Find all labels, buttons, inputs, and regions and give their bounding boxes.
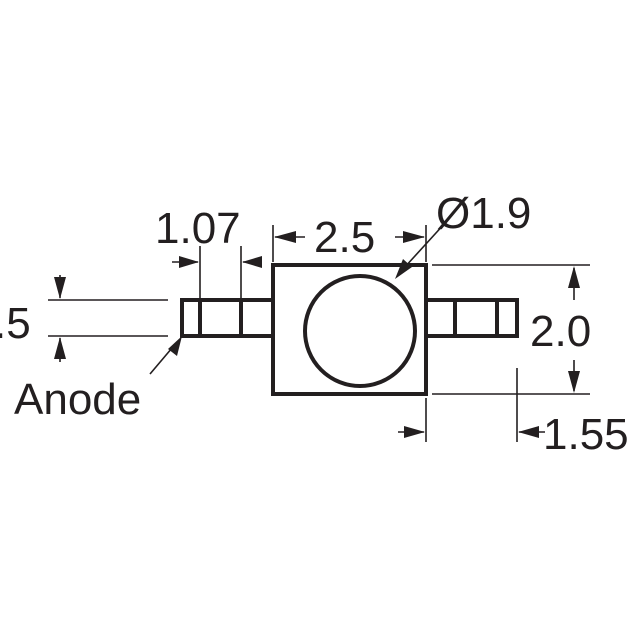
package-body xyxy=(271,263,428,396)
lens-circle xyxy=(303,274,417,388)
leader-lens-diameter xyxy=(395,221,447,279)
left-lead xyxy=(180,298,275,338)
label-lens-diameter: Ø1.9 xyxy=(436,189,531,238)
dim-lead-height xyxy=(48,275,168,362)
label-body-height: 2.0 xyxy=(530,307,591,356)
dim-body-height xyxy=(432,264,590,395)
dim-pad-width xyxy=(172,246,262,298)
label-body-width: 2.5 xyxy=(314,213,375,262)
label-lead-height: .5 xyxy=(0,299,31,348)
dim-overall-offset xyxy=(398,368,545,442)
right-lead xyxy=(424,298,519,338)
label-overall-offset: 1.55 xyxy=(543,410,629,459)
label-pad-width: 1.07 xyxy=(155,204,241,253)
label-anode: Anode xyxy=(14,375,141,424)
leader-anode xyxy=(149,336,182,375)
dim-body-width xyxy=(272,225,427,262)
